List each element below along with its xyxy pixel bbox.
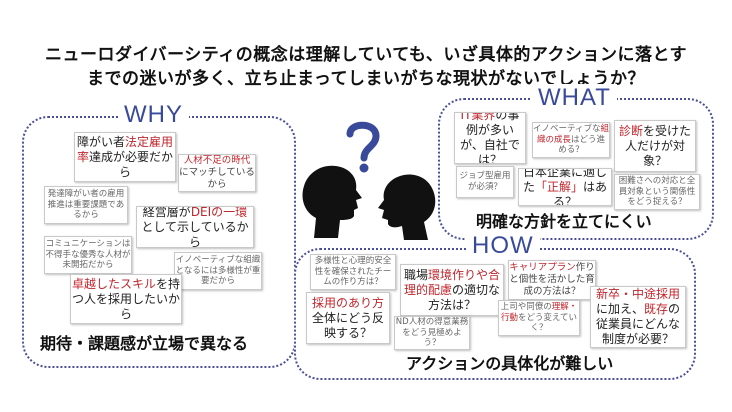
why-card-dei: 経営層がDEIの一環として示しているから bbox=[136, 206, 254, 248]
why-card-excellent-skill: 卓越したスキルを持つ人を採用したいから bbox=[70, 274, 182, 324]
how-card-boss-understanding: 上司や同僚の理解・行動をどう変えていく？ bbox=[498, 300, 580, 336]
right-head-silhouette bbox=[378, 175, 435, 241]
what-title: WHAT bbox=[532, 84, 617, 112]
heads-svg bbox=[296, 120, 438, 246]
how-card-team: 多様性と心理的安全性を確保されたチームの作り方は？ bbox=[310, 254, 396, 290]
left-head-silhouette bbox=[303, 166, 363, 238]
what-footer: 明確な方針を立てにくい bbox=[476, 208, 652, 232]
question-mark-icon bbox=[350, 125, 376, 172]
what-card-difficulty-relation: 困難さへの対応と全員対象という関係性をどう捉える？ bbox=[614, 174, 700, 210]
why-card-communication: コミュニケーションは不得手な優秀な人材が未開拓だから bbox=[44, 236, 132, 274]
how-card-nd-talent: ND人材の得意業務をどう見極めよう？ bbox=[394, 316, 470, 350]
why-card-diversity: イノベーティブな組織となるには多様性が重要だから bbox=[174, 252, 262, 290]
how-footer: アクションの具体化が難しい bbox=[406, 350, 613, 374]
how-title: HOW bbox=[466, 232, 540, 260]
what-card-correct-answer: 日本企業に適した「正解」はある？ bbox=[518, 168, 612, 206]
why-card-talent-shortage: 人材不足の時代にマッチしているから bbox=[178, 154, 256, 192]
why-footer: 期待・課題感が立場で異なる bbox=[40, 330, 248, 354]
what-card-it-industry: IT業界の事例が多いが、自社では？ bbox=[454, 112, 526, 164]
how-card-environment: 職場環境作りや合理的配慮の適切な方法は？ bbox=[400, 264, 504, 316]
why-card-priority: 発達障がい者の雇用推進は重要課題であるから bbox=[44, 186, 128, 224]
what-card-diagnosis: 診断を受けた人だけが対象？ bbox=[614, 120, 696, 172]
headline-line-2: までの迷いが多く、立ち止まってしまいがちな現状がないでしょうか？ bbox=[0, 64, 732, 89]
headline-line-1: ニューロダイバーシティの概念は理解していても、いざ具体的アクションに落とす bbox=[0, 40, 732, 65]
what-card-job-type: ジョブ型雇用が必須？ bbox=[456, 166, 514, 198]
what-card-innovative-org: イノベーティブな組織の成長はどう進める？ bbox=[532, 122, 610, 158]
two-heads-question-icon bbox=[296, 120, 438, 250]
why-card-legal-employment-rate: 障がい者法定雇用率達成が必要だから bbox=[74, 132, 176, 182]
how-card-new-hires: 新卒・中途採用に加え、既存の従業員にどんな制度が必要？ bbox=[590, 286, 686, 348]
how-card-career-plan: キャリアプラン作りと個性を活かした育成の方法は？ bbox=[508, 260, 596, 300]
how-card-recruitment: 採用のあり方全体にどう反映する？ bbox=[306, 292, 390, 344]
why-title: WHY bbox=[118, 101, 189, 129]
